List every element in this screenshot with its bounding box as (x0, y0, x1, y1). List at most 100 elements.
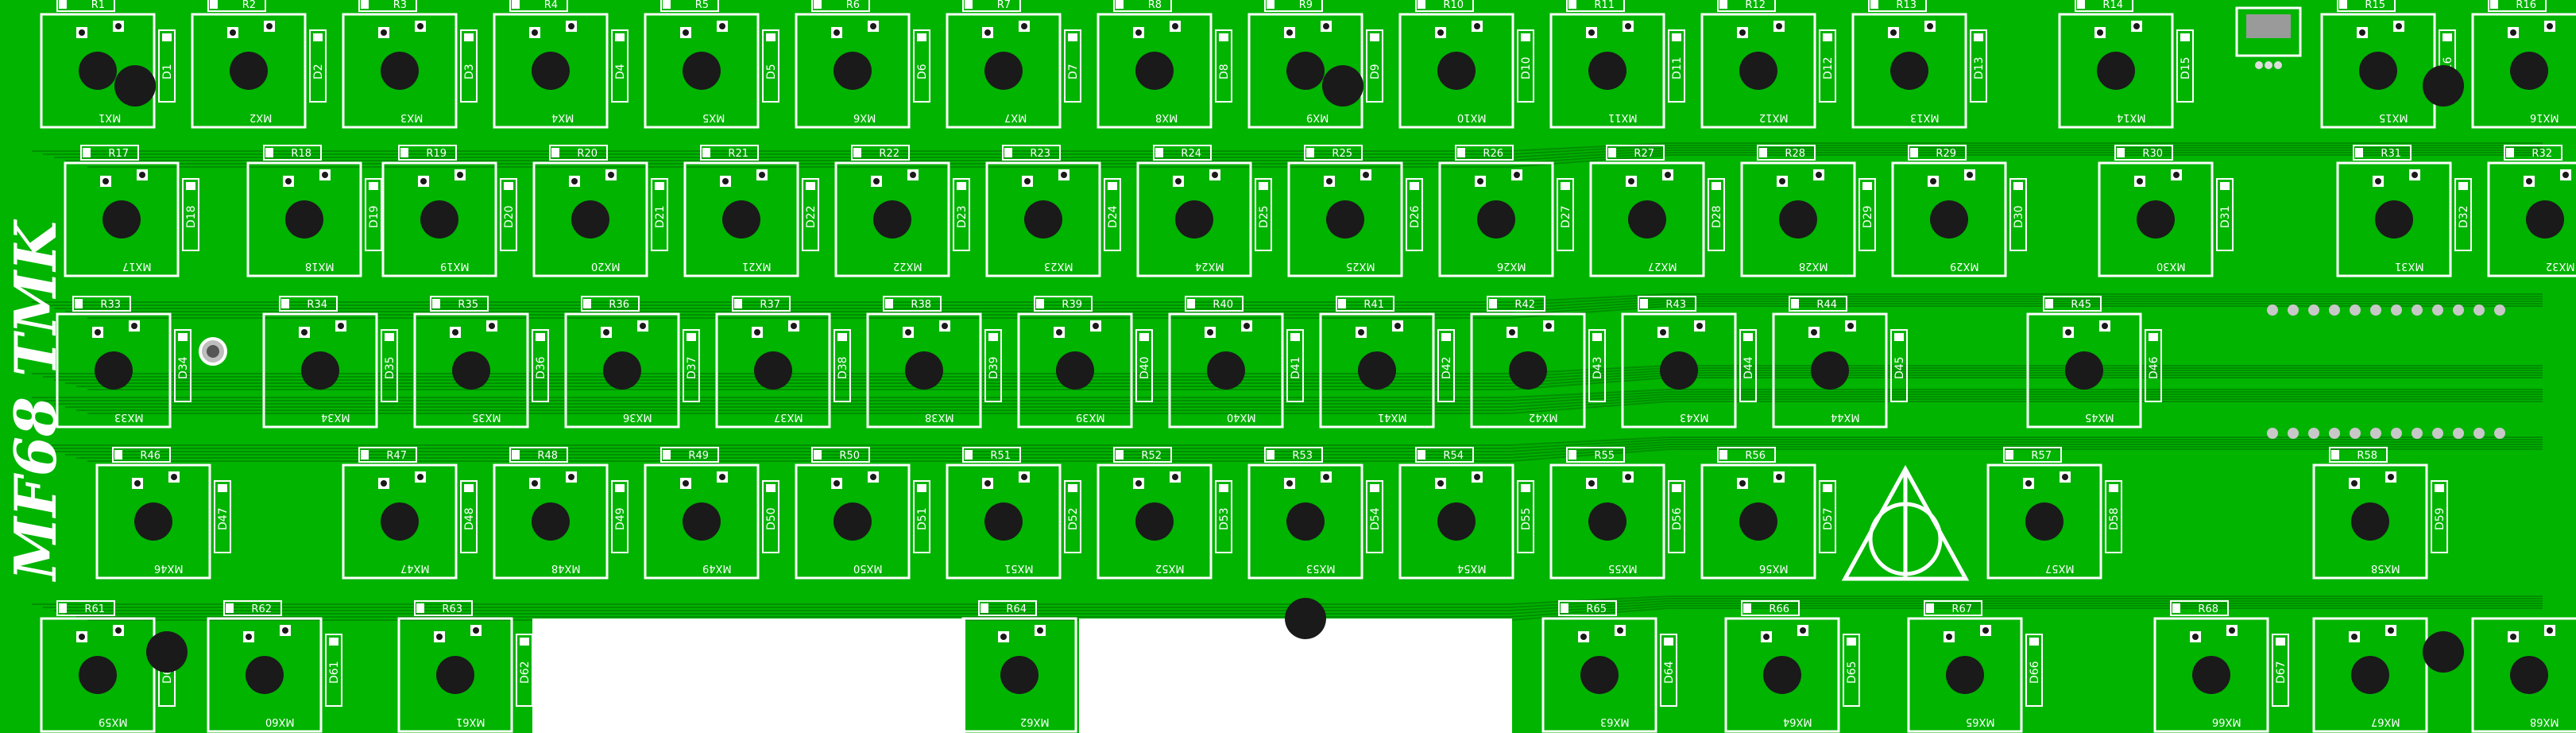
switch-footprint: MX43 (1621, 312, 1737, 429)
switch-footprint: MX22 (834, 161, 950, 277)
diode-label: D31 (2219, 205, 2232, 228)
resistor-label: R44 (1816, 299, 1837, 311)
resistor-label: R65 (1586, 603, 1607, 615)
resistor-footprint: R57 (2003, 447, 2062, 463)
header-pin (2432, 428, 2443, 439)
switch-label: MX24 (1195, 260, 1224, 272)
switch-label: MX30 (2156, 260, 2186, 272)
resistor-footprint: R2 (207, 0, 266, 12)
switch-footprint: MX18 (246, 161, 362, 277)
diode-label: D5 (765, 64, 778, 80)
resistor-footprint: R48 (509, 447, 568, 463)
resistor-label: R10 (1443, 0, 1464, 11)
diode-label: D25 (1258, 205, 1271, 228)
switch-footprint: MX31 (2336, 161, 2452, 277)
header-pin (2391, 428, 2402, 439)
diode-label: D27 (1560, 205, 1572, 228)
diode-footprint: D23 (953, 178, 970, 251)
diode-label: D9 (1369, 64, 1382, 80)
diode-footprint: D8 (1215, 29, 1232, 103)
resistor-label: R67 (1951, 603, 1972, 615)
switch-footprint: MX16 (2471, 13, 2576, 129)
cutout-left (532, 619, 965, 733)
header-pin (2288, 304, 2299, 316)
copper-trace (32, 436, 2543, 446)
diode-label: D63 (1083, 661, 1096, 684)
copper-trace (43, 296, 2543, 306)
switch-label: MX44 (1831, 411, 1860, 423)
header-pin (2329, 428, 2340, 439)
switch-footprint: MX5 (644, 13, 760, 129)
switch-label: MX28 (1799, 260, 1828, 272)
switch-label: MX14 (2117, 111, 2146, 123)
switch-label: MX58 (2371, 562, 2400, 574)
switch-footprint: MX14 (2058, 13, 2174, 129)
switch-footprint: MX37 (715, 312, 831, 429)
copper-trace (32, 293, 2543, 303)
switch-label: MX20 (591, 260, 621, 272)
switch-label: MX49 (702, 562, 732, 574)
diode-label: D15 (2180, 56, 2192, 80)
switch-footprint: MX10 (1398, 13, 1514, 129)
resistor-footprint: R46 (112, 447, 171, 463)
switch-label: MX27 (1648, 260, 1677, 272)
resistor-footprint: R65 (1558, 600, 1617, 616)
resistor-label: R28 (1785, 148, 1805, 160)
switch-footprint: MX36 (564, 312, 680, 429)
header-pin (2494, 304, 2505, 316)
copper-trace (87, 305, 2543, 319)
resistor-footprint: R32 (2504, 145, 2562, 161)
diode-footprint: D4 (611, 29, 629, 103)
resistor-label: R23 (1030, 148, 1050, 160)
diode-footprint: D57 (1819, 480, 1836, 553)
diode-label: D61 (328, 661, 341, 684)
resistor-label: R14 (2102, 0, 2123, 11)
switch-label: MX15 (2379, 111, 2408, 123)
diode-label: D52 (1067, 507, 1080, 530)
switch-footprint: MX3 (342, 13, 458, 129)
switch-footprint: MX47 (342, 463, 458, 580)
switch-footprint: MX40 (1168, 312, 1284, 429)
header-pin (2308, 428, 2319, 439)
diode-label: D21 (654, 205, 667, 228)
switch-label: MX66 (2212, 716, 2241, 727)
switch-label: MX54 (1457, 562, 1487, 574)
diode-footprint: D11 (1668, 29, 1685, 103)
diode-label: D12 (1822, 56, 1835, 80)
resistor-footprint: R19 (398, 145, 457, 161)
resistor-label: R56 (1745, 450, 1766, 462)
copper-trace (43, 145, 2543, 155)
diode-footprint: D1 (158, 29, 176, 103)
diode-label: D57 (1822, 507, 1835, 530)
diode-label: D30 (2013, 205, 2025, 228)
board-cutouts (532, 619, 1512, 733)
switch-label: MX10 (1457, 111, 1487, 123)
diode-footprint: D55 (1517, 480, 1534, 553)
resistor-label: R41 (1363, 299, 1384, 311)
resistor-label: R3 (393, 0, 407, 11)
diode-footprint: D26 (1406, 178, 1423, 251)
switch-label: MX61 (456, 716, 485, 727)
resistor-label: R55 (1594, 450, 1615, 462)
switch-footprint: MX67 (2312, 617, 2428, 733)
switch-label: MX37 (774, 411, 803, 423)
resistor-label: R53 (1292, 450, 1313, 462)
diode-label: D22 (805, 205, 818, 228)
diode-label: D44 (1742, 356, 1755, 379)
switch-footprint: MX54 (1398, 463, 1514, 580)
resistor-label: R66 (1769, 603, 1789, 615)
header-pin (2474, 304, 2485, 316)
resistor-footprint: R63 (414, 600, 473, 616)
resistor-label: R22 (879, 148, 899, 160)
switch-footprint: MX4 (493, 13, 609, 129)
resistor-footprint: R28 (1757, 145, 1816, 161)
copper-trace (87, 401, 2543, 414)
switch-footprint: MX33 (56, 312, 172, 429)
diode-label: D56 (1671, 507, 1684, 530)
switch-label: MX9 (1306, 111, 1329, 123)
diode-footprint: D30 (2009, 178, 2027, 251)
resistor-footprint: R33 (72, 296, 131, 312)
switch-footprint: MX44 (1772, 312, 1888, 429)
stabilizer-hole (146, 631, 188, 673)
